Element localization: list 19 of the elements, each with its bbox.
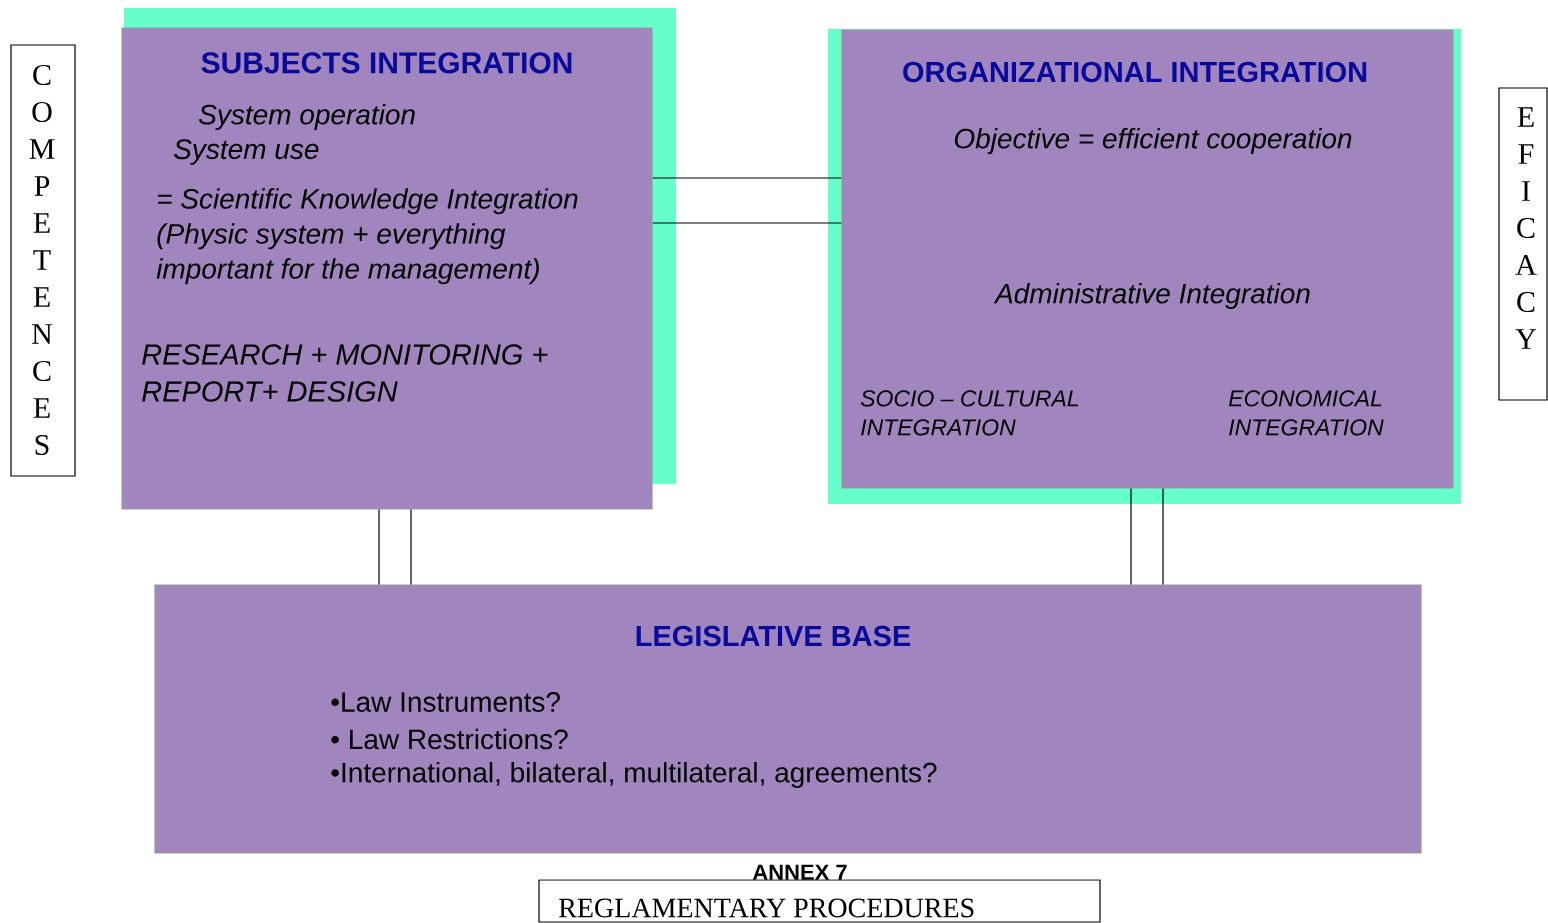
panel-text: SOCIO – CULTURAL INTEGRATION <box>860 390 1078 436</box>
connector-line <box>378 509 380 585</box>
panel-heading: ORGANIZATIONAL INTEGRATION <box>903 61 1367 83</box>
panel-text: Objective = efficient cooperation <box>954 127 1352 155</box>
vertical-word: C O M P E T E N C E S <box>29 64 55 456</box>
annex-label: ANNEX 7 <box>752 864 847 880</box>
connector-line <box>1130 488 1132 585</box>
box-title: REGLAMENTARY PROCEDURES <box>559 898 974 918</box>
connector-line <box>652 177 842 179</box>
panel-text: ECONOMICAL INTEGRATION <box>1228 390 1384 436</box>
panel-text: Administrative Integration <box>993 282 1310 310</box>
connector-line <box>410 509 412 585</box>
panel-heading: LEGISLATIVE BASE <box>636 625 911 647</box>
connector-line <box>652 222 842 224</box>
bullet-item: •International, bilateral, multilateral, agreements? <box>331 761 937 789</box>
bullet-item: •Law Instruments? <box>331 692 560 712</box>
connector-line <box>1162 488 1164 585</box>
vertical-word: E F I C A C Y <box>1515 107 1537 349</box>
bullet-item: • Law Restrictions? <box>331 728 568 750</box>
